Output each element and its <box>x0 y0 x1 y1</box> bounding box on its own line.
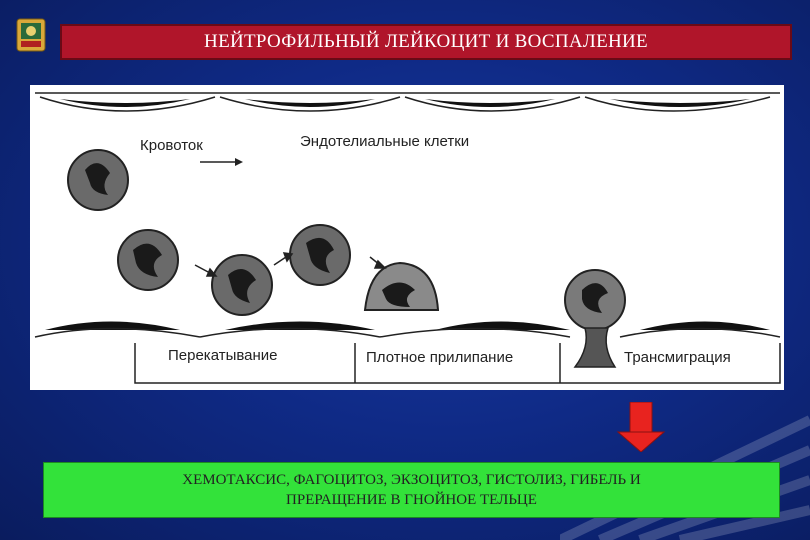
blood-flow-label: Кровоток <box>140 137 203 154</box>
outcome-line-1: ХЕМОТАКСИС, ФАГОЦИТОЗ, ЭКЗОЦИТОЗ, ГИСТОЛ… <box>182 472 641 488</box>
neutrophil-cell-4 <box>289 224 351 286</box>
rolling-label: Перекатывание <box>168 347 278 364</box>
neutrophil-cell-6 <box>564 269 626 368</box>
neutrophil-diagram: Кровоток Эндотелиальные клетки Перекатыв… <box>30 85 784 390</box>
emblem-icon <box>16 18 46 52</box>
diagram-drawing <box>34 92 781 384</box>
neutrophil-cell-5 <box>363 261 440 311</box>
outcome-line-2: ПРЕРАЩЕНИЕ В ГНОЙНОЕ ТЕЛЬЦЕ <box>286 492 537 508</box>
adhesion-label: Плотное прилипание <box>366 349 514 366</box>
top-endothelium <box>35 92 780 112</box>
transmigration-label: Трансмиграция <box>624 349 731 366</box>
neutrophil-cell-1 <box>67 149 129 211</box>
down-arrow-icon <box>616 402 666 452</box>
endothelial-label: Эндотелиальные клетки <box>300 133 470 150</box>
outcome-box: ХЕМОТАКСИС, ФАГОЦИТОЗ, ЭКЗОЦИТОЗ, ГИСТОЛ… <box>43 462 780 518</box>
neutrophil-cell-2 <box>117 229 179 291</box>
neutrophil-cell-3 <box>211 254 273 316</box>
slide-title: НЕЙТРОФИЛЬНЫЙ ЛЕЙКОЦИТ И ВОСПАЛЕНИЕ <box>60 24 792 60</box>
